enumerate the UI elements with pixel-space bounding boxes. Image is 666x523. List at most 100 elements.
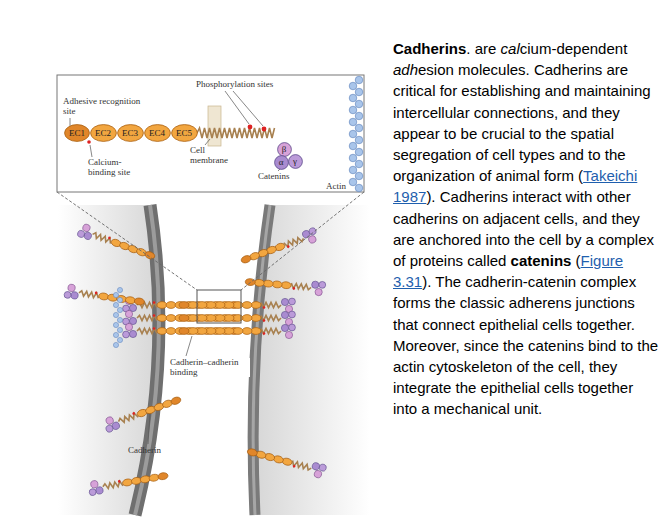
cadherin-chain [102, 392, 183, 433]
catenin [125, 323, 132, 330]
cadherin-domain [242, 328, 252, 335]
coil [291, 461, 312, 471]
node-outline [277, 142, 291, 156]
leader-line [186, 336, 192, 356]
cadherin-domain [134, 297, 145, 305]
part-label: Calcium-binding site [88, 158, 140, 177]
part-label: Cadherin–cadherin binding [170, 358, 250, 377]
part-label: Actin [326, 182, 346, 192]
cadherin-domain [215, 302, 225, 309]
text-paragraph: Cadherins. are calcium-dependent adhesio… [393, 38, 659, 420]
phosphorylation-dot [153, 327, 156, 330]
phosphorylation-dot [293, 465, 296, 468]
paragraph-text: adh [393, 61, 418, 78]
part-label: Cell membrane [190, 146, 234, 165]
leader-line [205, 139, 210, 145]
catenin [77, 230, 86, 239]
zoom-box [197, 290, 241, 323]
actin-bead [349, 118, 357, 126]
cadherin-domain [215, 315, 225, 322]
catenin-circle: β [277, 142, 292, 157]
left-cell [58, 205, 159, 515]
node-outline [117, 125, 143, 142]
catenin [129, 330, 136, 337]
phosphorylation-dot [263, 332, 266, 335]
cadherin-domain [251, 315, 261, 322]
zoom-line [241, 192, 364, 290]
right-membrane-highlight [253, 205, 270, 515]
catenin [83, 231, 92, 240]
paragraph-text: ). The cadherin-catenin complex forms th… [393, 273, 658, 417]
node-label: EC3 [117, 124, 144, 142]
cadherin-domain [224, 315, 234, 322]
phosphorylation-dot [287, 245, 290, 248]
node-label: EC4 [144, 124, 171, 142]
cadherin-domain [224, 302, 234, 309]
cadherin-chain [245, 275, 326, 296]
node-label: EC5 [171, 124, 198, 142]
phosphorylation-dot [132, 412, 135, 415]
node-outline [274, 155, 288, 169]
cadherin-domain [157, 472, 168, 480]
catenin [281, 324, 288, 331]
actin-bead [355, 112, 363, 120]
node-outline [288, 154, 302, 168]
actin-bead [117, 297, 122, 302]
catenin [125, 310, 132, 317]
catenin [281, 311, 288, 318]
phosphorylation-dot [263, 306, 266, 309]
actin-bead [355, 136, 363, 144]
catenin [319, 463, 327, 471]
actin-bead [349, 82, 357, 90]
actin-bead [113, 322, 118, 327]
coil [118, 412, 139, 424]
catenin [289, 324, 296, 331]
catenin [319, 281, 326, 288]
node-outline [171, 125, 197, 142]
cadherin-domain [166, 302, 176, 309]
cadherin-domain [157, 315, 167, 322]
leader-line [90, 145, 92, 157]
actin-bead [113, 312, 118, 317]
node-label: EC2 [90, 124, 117, 142]
actin-bead [349, 94, 357, 102]
catenin [308, 227, 317, 236]
cadherin-chain [64, 283, 146, 309]
ec-domain: EC1 [64, 124, 90, 142]
right-membrane [253, 205, 270, 515]
cadherin-domain [157, 328, 167, 335]
cadherin-domain [224, 328, 234, 335]
ec-domain: EC3 [117, 124, 144, 142]
catenin [105, 424, 114, 433]
cadherin-domain [251, 328, 261, 335]
node-label: γ [288, 154, 303, 169]
actin-bead [355, 160, 363, 168]
actin-bead [349, 142, 357, 150]
phosphorylation-dot [118, 480, 121, 483]
catenin-circle: α [274, 155, 289, 170]
cadherin-domain [206, 302, 216, 309]
phosphorylation-dot [95, 291, 98, 294]
paragraph-text: Cadherins [393, 40, 466, 57]
part-label: Cadherin [128, 446, 161, 456]
calcium-dot [87, 140, 91, 144]
actin-bead [117, 307, 122, 312]
catenin [281, 298, 288, 305]
catenin [89, 488, 97, 496]
cadherin-chain [246, 444, 327, 479]
ec-domain: EC5 [171, 124, 198, 142]
cadherin-domain [197, 315, 207, 322]
cadherin-domain [166, 328, 176, 335]
actin-bead [349, 154, 357, 162]
phosphorylation-dot [153, 301, 156, 304]
catenin [314, 470, 323, 479]
cadherin-domain [197, 328, 207, 335]
paragraph-text: esion molecules. Cadherins are critical … [393, 61, 651, 184]
actin-bead [355, 124, 363, 132]
catenin-circle: γ [288, 154, 303, 169]
coil [102, 481, 123, 490]
node-label: EC1 [64, 124, 90, 142]
part-label: Catenins [258, 172, 290, 182]
cadherin-domain [197, 302, 207, 309]
actin-bead [355, 148, 363, 156]
